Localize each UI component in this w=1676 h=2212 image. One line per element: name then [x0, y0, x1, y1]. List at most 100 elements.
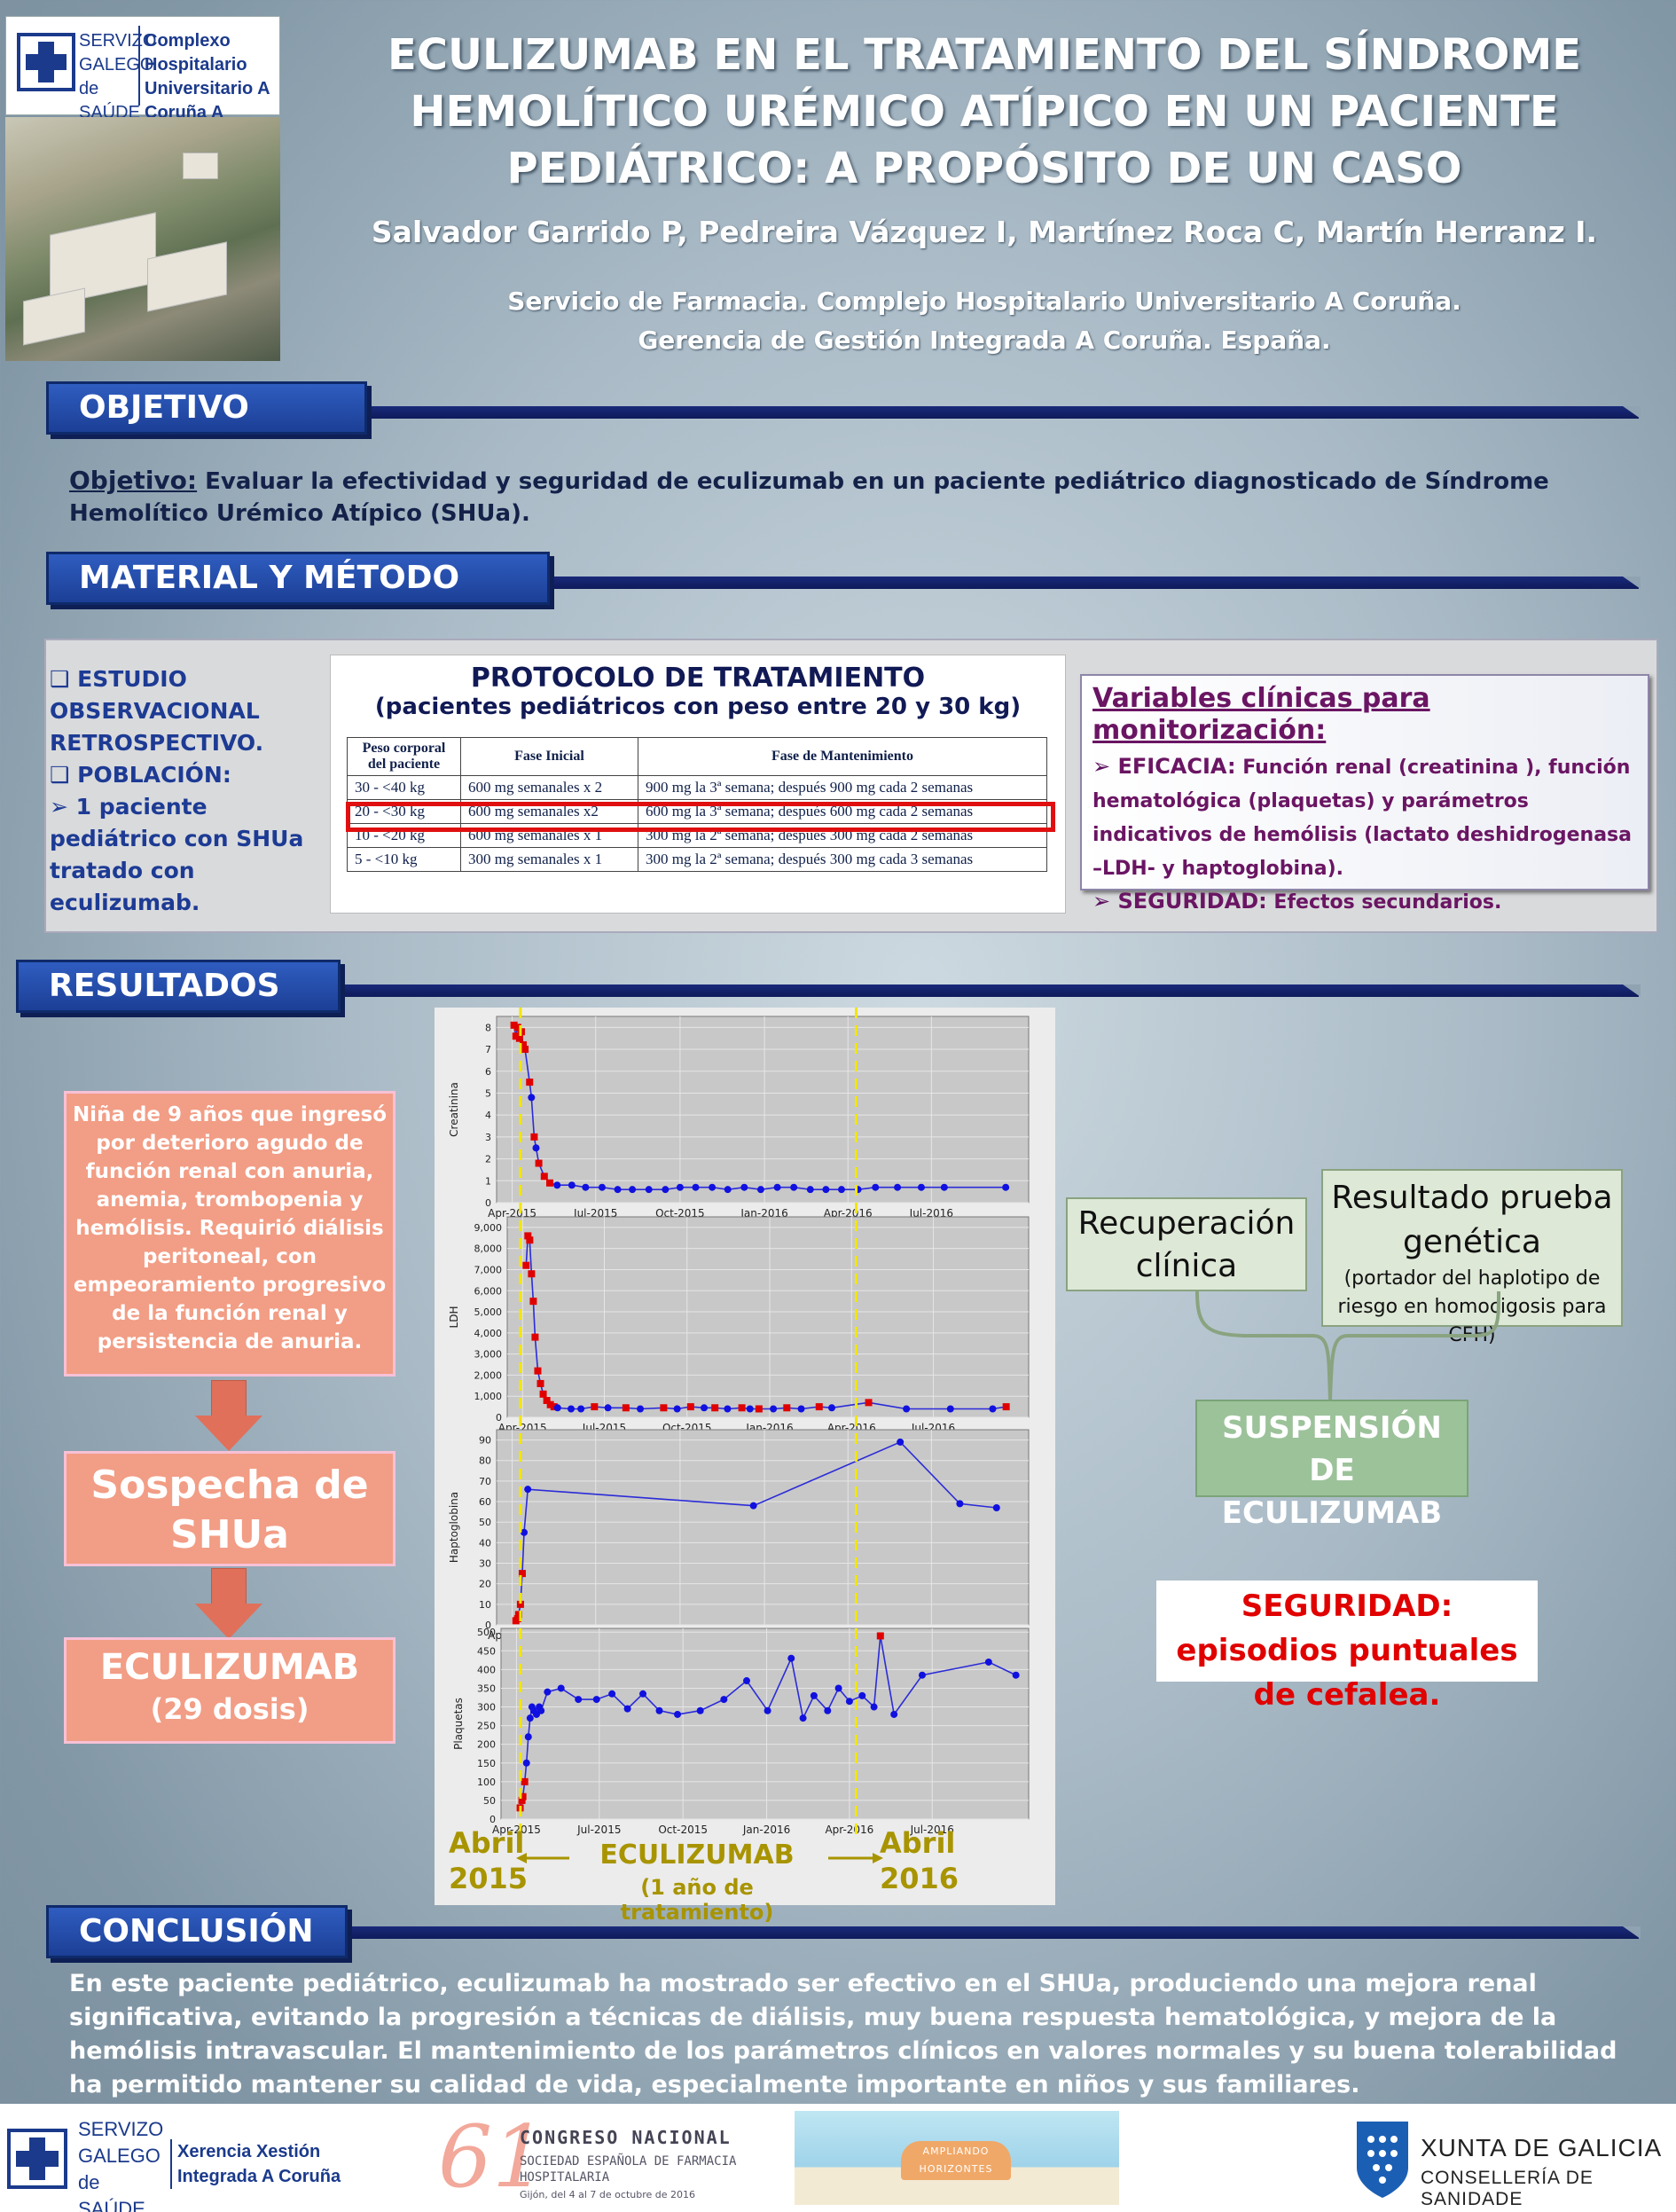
x-tick-label: Jul-2015	[576, 1824, 621, 1836]
sergas-footer-logo: SERVIZO GALEGO de SAÚDE Xerencia Xestión…	[4, 2111, 394, 2212]
section-rule	[337, 1926, 1641, 1939]
data-point	[810, 1691, 818, 1699]
data-point	[696, 1706, 704, 1714]
data-point	[512, 1032, 520, 1040]
x-tick-label: Jul-2016	[910, 1824, 954, 1836]
xunta-logo: XUNTA DE GALICIA CONSELLERÍA DE SANIDADE	[1348, 2111, 1672, 2209]
y-tick-label: 4	[485, 1110, 491, 1121]
y-tick-label: 300	[477, 1702, 496, 1714]
data-point	[822, 1186, 830, 1194]
y-tick-label: 3,000	[474, 1349, 503, 1361]
y-tick-label: 9,000	[474, 1222, 503, 1234]
poster-title: ECULIZUMAB EN EL TRATAMIENTO DEL SÍNDROM…	[319, 27, 1649, 197]
y-tick-label: 80	[479, 1455, 491, 1467]
data-point	[520, 1041, 527, 1049]
y-tick-label: 100	[477, 1777, 496, 1788]
ampliando-horizontes-banner: AMPLIANDO HORIZONTES	[795, 2111, 1119, 2205]
table-row: 20 - <30 kg 600 mg semanales x2 600 mg l…	[347, 799, 1047, 824]
y-tick-label: 70	[479, 1476, 491, 1487]
data-point	[608, 1690, 616, 1698]
data-point	[676, 1183, 684, 1191]
data-point	[872, 1183, 880, 1191]
data-point	[521, 1777, 529, 1785]
table-cell: 600 mg semanales x 2	[460, 775, 638, 800]
data-point	[701, 1404, 709, 1412]
timeline-start-label: Abril 2015	[449, 1826, 529, 1895]
data-point	[755, 1405, 763, 1413]
plot-area	[496, 1429, 1030, 1626]
data-point	[535, 1159, 543, 1167]
data-point	[539, 1390, 547, 1398]
plot-area	[496, 1016, 1030, 1204]
y-tick-label: 6	[485, 1066, 491, 1078]
data-point	[660, 1404, 668, 1412]
data-point	[738, 1404, 746, 1412]
data-point	[544, 1688, 552, 1696]
table-cell: 300 mg la 2ª semana; después 300 mg cada…	[638, 847, 1047, 872]
data-point	[773, 1183, 781, 1191]
table-cell: 900 mg la 3ª semana; después 900 mg cada…	[638, 775, 1047, 800]
data-point	[513, 1615, 521, 1623]
data-point	[662, 1186, 670, 1194]
data-point	[897, 1438, 905, 1446]
data-point	[790, 1183, 798, 1191]
data-point	[524, 1232, 532, 1240]
genetic-title: Resultado prueba genética	[1331, 1180, 1613, 1260]
data-point	[1012, 1671, 1020, 1679]
timeline-sublabel: (1 año de tratamiento)	[620, 1875, 774, 1925]
data-point	[577, 1405, 585, 1413]
data-point	[526, 1236, 534, 1244]
y-tick-label: 6,000	[474, 1285, 503, 1297]
study-item: ❑ ESTUDIO OBSERVACIONAL RETROSPECTIVO.	[50, 666, 264, 756]
data-point	[518, 1570, 526, 1578]
column-header: Peso corporal del paciente	[347, 737, 461, 776]
plot-area	[500, 1628, 1030, 1820]
data-point	[674, 1710, 682, 1718]
congress-title: CONGRESO NACIONAL	[520, 2127, 732, 2148]
data-point	[536, 1379, 544, 1387]
data-point	[524, 1486, 532, 1494]
table-header-row: Peso corporal del paciente Fase Inicial …	[347, 737, 1047, 776]
y-tick-label: 30	[479, 1558, 491, 1570]
y-tick-label: 0	[485, 1197, 491, 1209]
congress-number: 61	[438, 2107, 547, 2207]
data-point	[614, 1186, 622, 1194]
y-tick-label: 0	[489, 1814, 496, 1825]
data-point	[749, 1502, 757, 1510]
data-point	[756, 1186, 764, 1194]
data-point	[742, 1677, 750, 1685]
data-point	[946, 1405, 954, 1413]
objective-text: Objetivo: Evaluar la efectividad y segur…	[69, 465, 1612, 529]
data-point	[827, 1404, 835, 1412]
y-tick-label: 20	[479, 1579, 491, 1590]
data-point	[806, 1186, 814, 1194]
data-point	[824, 1706, 832, 1714]
data-point	[521, 1046, 529, 1054]
data-point	[553, 1404, 561, 1412]
y-tick-label: 5,000	[474, 1306, 503, 1318]
footer-sergas-text: SERVIZO GALEGO de SAÚDE	[78, 2118, 164, 2212]
authors: Salvador Garrido P, Pedreira Vázquez I, …	[371, 215, 1598, 249]
data-point	[516, 1600, 524, 1608]
data-point	[692, 1183, 700, 1191]
clinical-variables-box: Variables clínicas para monitorización: …	[1080, 674, 1649, 914]
y-tick-label: 3	[485, 1132, 491, 1143]
timeline-end-label: Abril 2016	[880, 1826, 959, 1895]
y-tick-label: 200	[477, 1739, 496, 1751]
data-point	[845, 1698, 853, 1706]
data-point	[989, 1405, 997, 1413]
data-point	[783, 1404, 791, 1412]
x-tick-label: Oct-2015	[658, 1824, 708, 1836]
footer-xerencia-text: Xerencia Xestión Integrada A Coruña	[170, 2139, 392, 2189]
data-point	[865, 1399, 873, 1407]
section-header-material: MATERIAL Y MÉTODO	[46, 552, 550, 605]
column-header: Fase de Mantenimiento	[638, 737, 1047, 776]
data-point	[876, 1632, 884, 1640]
data-point	[524, 1733, 532, 1741]
affiliation-line: Gerencia de Gestión Integrada A Coruña. …	[638, 326, 1331, 355]
data-point	[568, 1181, 576, 1189]
y-tick-label: 500	[477, 1627, 496, 1638]
data-point	[711, 1404, 719, 1412]
data-point	[673, 1405, 681, 1413]
data-point	[870, 1703, 878, 1711]
